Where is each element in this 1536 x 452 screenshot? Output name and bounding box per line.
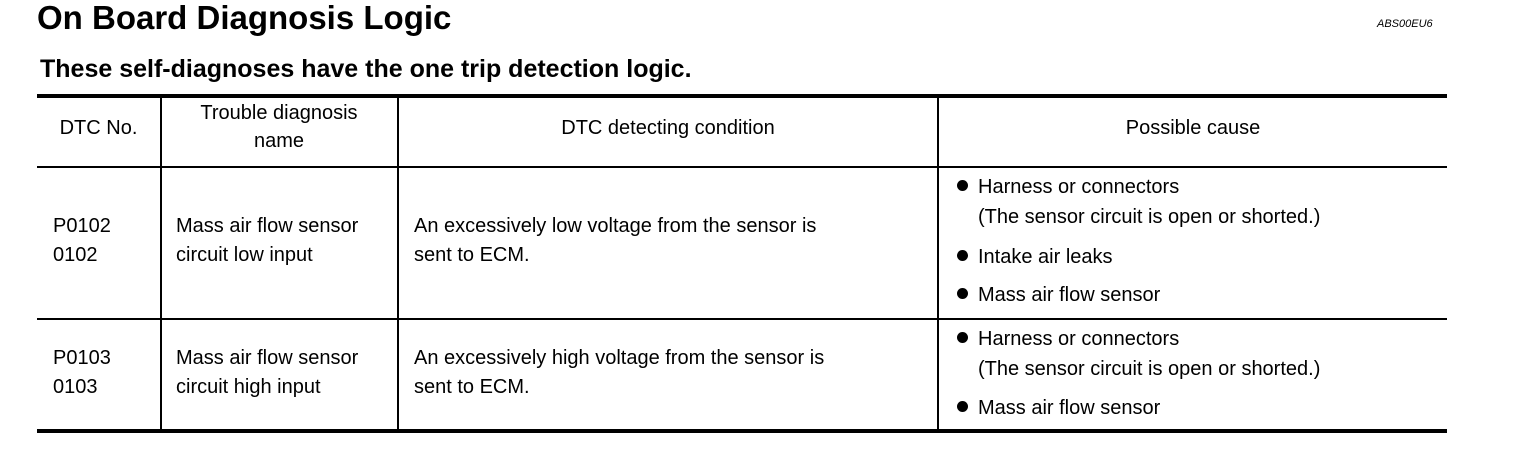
condition-line: An excessively high voltage from the sen… xyxy=(414,347,825,369)
cause-item: Harness or connectors xyxy=(957,324,1179,354)
section-subtitle: These self-diagnoses have the one trip d… xyxy=(40,55,692,83)
cause-text: Mass air flow sensor xyxy=(978,397,1161,419)
cause-item: Harness or connectors xyxy=(957,172,1179,202)
condition-line: sent to ECM. xyxy=(414,376,530,398)
cause-subnote: (The sensor circuit is open or shorted.) xyxy=(978,358,1321,380)
condition-cell: An excessively low voltage from the sens… xyxy=(414,212,816,270)
bullet-icon xyxy=(957,401,968,412)
dtc-code: P0103 xyxy=(53,347,111,369)
header-possible-cause: Possible cause xyxy=(1125,117,1261,139)
header-divider xyxy=(37,166,1447,168)
trouble-name-line: circuit high input xyxy=(176,376,321,398)
dtc-number-cell: P0102 0102 xyxy=(53,212,111,270)
trouble-name-line: Mass air flow sensor xyxy=(176,215,359,237)
cause-text: Harness or connectors xyxy=(978,328,1180,350)
table-bottom-rule xyxy=(37,429,1447,433)
trouble-name-line: circuit low input xyxy=(176,244,313,266)
trouble-name-line: Mass air flow sensor xyxy=(176,347,359,369)
dtc-code-short: 0102 xyxy=(53,244,98,266)
column-divider xyxy=(397,97,399,430)
cause-item: Intake air leaks xyxy=(957,242,1113,272)
bullet-icon xyxy=(957,250,968,261)
header-trouble-name-line: name xyxy=(253,130,305,152)
trouble-name-cell: Mass air flow sensor circuit high input xyxy=(176,344,358,402)
column-divider xyxy=(160,97,162,430)
bullet-icon xyxy=(957,180,968,191)
cause-text: Mass air flow sensor xyxy=(978,284,1161,306)
cause-item: Mass air flow sensor xyxy=(957,280,1160,310)
cause-text: Harness or connectors xyxy=(978,176,1180,198)
trouble-name-cell: Mass air flow sensor circuit low input xyxy=(176,212,358,270)
row-divider xyxy=(37,318,1447,320)
bullet-icon xyxy=(957,332,968,343)
dtc-table: DTC No. Trouble diagnosis name DTC detec… xyxy=(37,94,1447,434)
header-detecting-condition: DTC detecting condition xyxy=(561,117,775,139)
table-top-rule xyxy=(37,94,1447,98)
cause-item: Mass air flow sensor xyxy=(957,393,1160,423)
header-trouble-name-line: Trouble diagnosis xyxy=(200,102,358,124)
page-title: On Board Diagnosis Logic xyxy=(37,0,452,36)
dtc-number-cell: P0103 0103 xyxy=(53,344,111,402)
column-divider xyxy=(937,97,939,430)
cause-subnote: (The sensor circuit is open or shorted.) xyxy=(978,206,1321,228)
bullet-icon xyxy=(957,288,968,299)
condition-line: sent to ECM. xyxy=(414,244,530,266)
document-code: ABS00EU6 xyxy=(1377,18,1433,30)
dtc-code-short: 0103 xyxy=(53,376,98,398)
header-dtc-no: DTC No. xyxy=(59,117,138,139)
condition-line: An excessively low voltage from the sens… xyxy=(414,215,817,237)
dtc-code: P0102 xyxy=(53,215,111,237)
cause-text: Intake air leaks xyxy=(978,246,1113,268)
header-trouble-name: Trouble diagnosis name xyxy=(161,99,397,155)
condition-cell: An excessively high voltage from the sen… xyxy=(414,344,824,402)
